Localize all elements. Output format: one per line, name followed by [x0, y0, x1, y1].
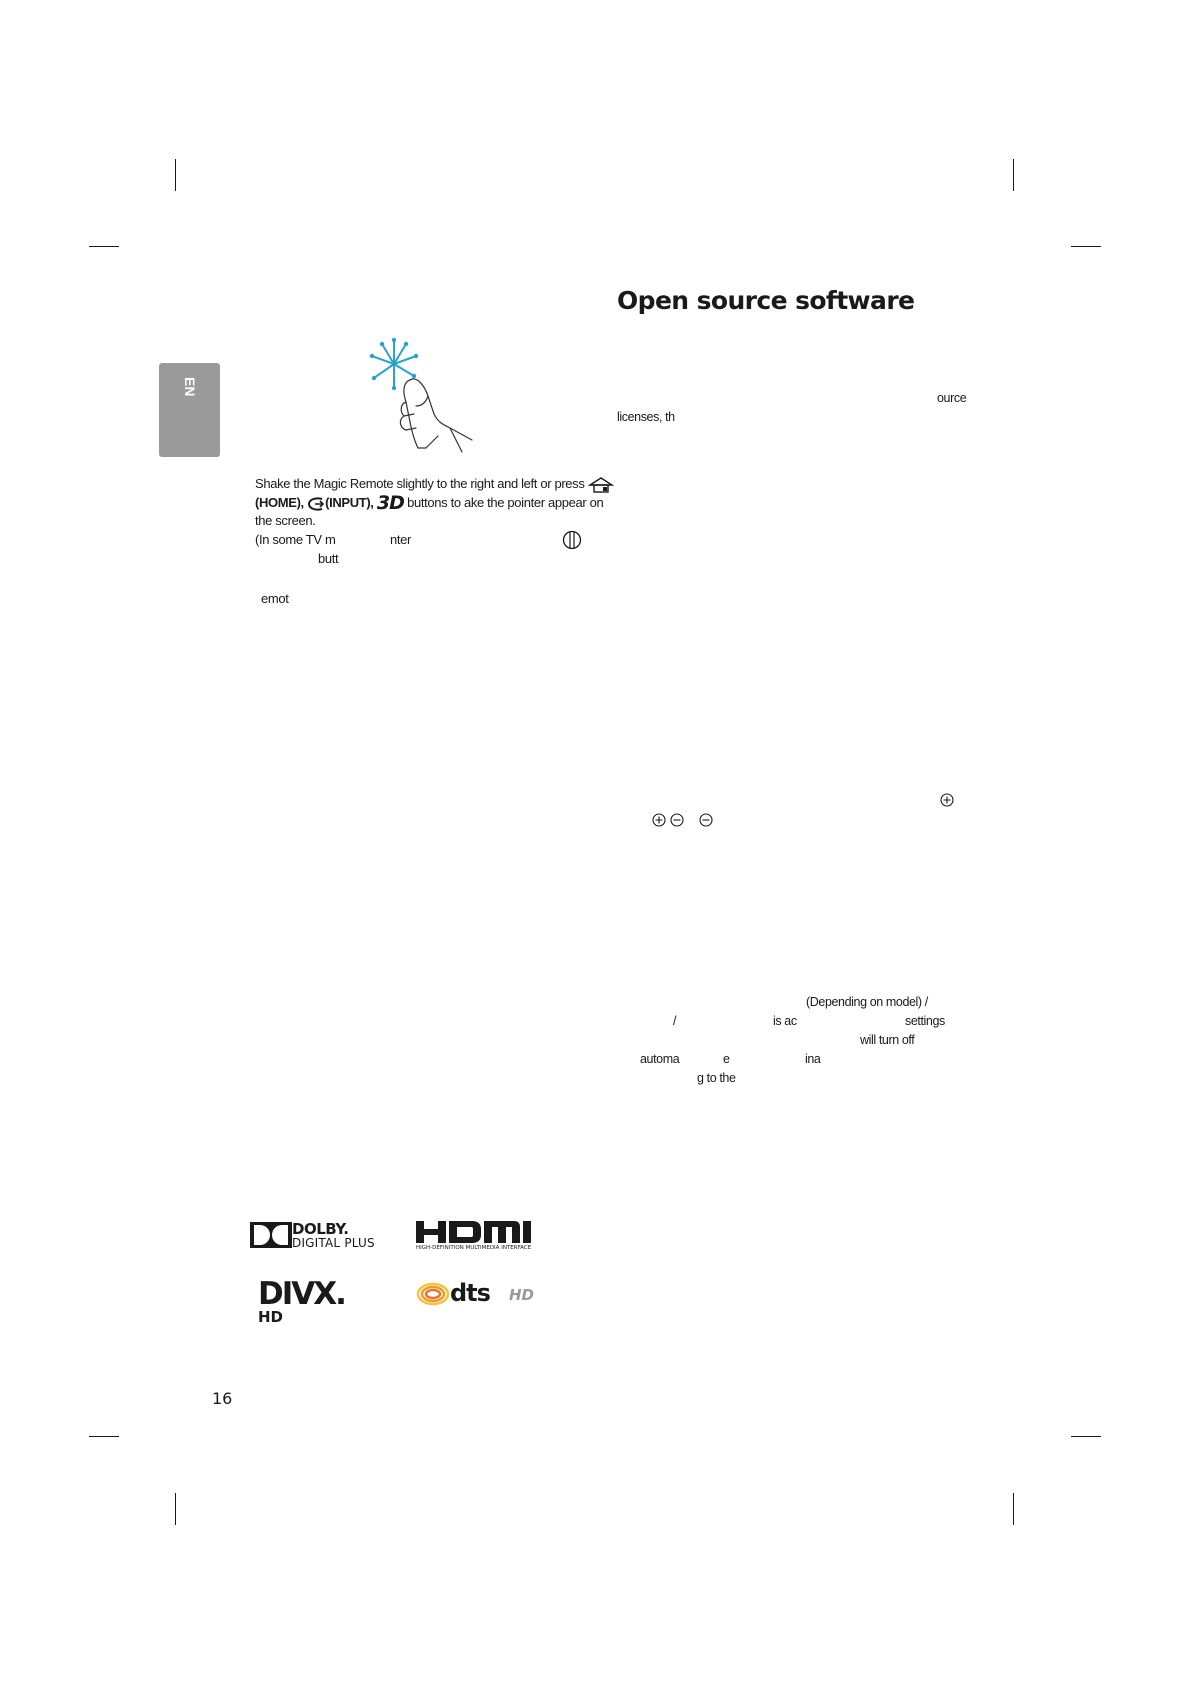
crop-mark [1013, 159, 1014, 191]
crop-mark [1013, 1493, 1014, 1525]
hdmi-logo: HIGH-DEFINITION MULTIMEDIA INTERFACE [416, 1221, 546, 1253]
language-tab: EN [159, 363, 220, 457]
dts-logo-subtext: HD [509, 1286, 535, 1304]
crop-mark [175, 159, 176, 191]
page-number: 16 [212, 1389, 233, 1408]
shake-instruction-line1: Shake the Magic Remote slightly to the r… [255, 475, 614, 494]
dolby-logo-subtext: DIGITAL PLUS [292, 1236, 375, 1250]
text-fragment: e [723, 1052, 730, 1066]
note-fragment: (In some TV m [255, 532, 336, 547]
text-fragment: licenses, th [617, 410, 675, 424]
wheel-icon [562, 530, 582, 550]
crop-mark [1071, 246, 1101, 247]
crop-mark [89, 1436, 119, 1437]
crop-mark [175, 1493, 176, 1525]
text-fragment: g to the [697, 1071, 736, 1085]
3d-icon: 3D [376, 492, 405, 515]
minus-circle-icon [699, 813, 713, 827]
shake-instruction-line3: the screen. [255, 513, 316, 528]
crop-mark [89, 246, 119, 247]
hdmi-logo-subtext: HIGH-DEFINITION MULTIMEDIA INTERFACE [416, 1245, 532, 1251]
note-fragment: emot [261, 591, 289, 606]
plus-circle-icon [652, 813, 666, 827]
note-fragment: butt [318, 551, 339, 566]
text-fragment: settings [905, 1014, 945, 1028]
input-icon [307, 496, 325, 511]
shake-remote-illustration [366, 336, 476, 456]
text-fragment: will turn off [860, 1033, 915, 1047]
text-fragment: is ac [773, 1014, 797, 1028]
divx-logo-text: DIVX. [258, 1276, 347, 1312]
text-fragment: automa [640, 1052, 680, 1066]
home-icon [587, 476, 614, 493]
shake-instruction-line2: (HOME), (INPUT), 3D buttons to ake the p… [255, 492, 604, 515]
minus-circle-icon [670, 813, 684, 827]
plus-circle-icon [940, 793, 954, 807]
divx-logo-subtext: HD [258, 1308, 284, 1326]
dts-logo-text: dts [450, 1279, 491, 1307]
text-fragment: ource [937, 391, 967, 405]
divx-hd-logo: DIVX. HD [258, 1276, 368, 1326]
text-fragment: ina [805, 1052, 821, 1066]
dolby-logo-text: DOLBY. [292, 1220, 349, 1238]
text-fragment: (Depending on model) / [806, 995, 928, 1009]
language-tab-label: EN [182, 377, 198, 397]
text-fragment: / [673, 1014, 677, 1028]
crop-mark [1071, 1436, 1101, 1437]
dts-hd-logo: dts HD [416, 1279, 546, 1310]
note-fragment: nter [390, 532, 412, 547]
section-title: Open source software [617, 286, 915, 315]
dolby-digital-plus-logo: DOLBY. DIGITAL PLUS [250, 1220, 390, 1250]
